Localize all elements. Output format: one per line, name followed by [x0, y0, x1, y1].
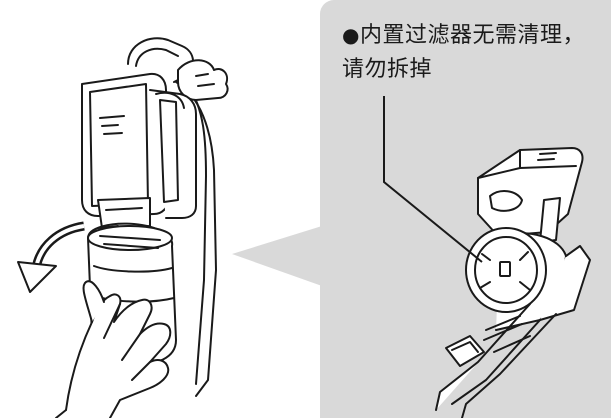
curved-arrow-left-down-icon — [17, 261, 57, 293]
vacuum-main-unit — [55, 37, 229, 418]
bullet: ● — [342, 23, 360, 47]
note-text-1: 内置过滤器无需清理， — [360, 23, 586, 48]
filter-note: ●内置过滤器无需清理， 请勿拆掉 — [342, 18, 592, 87]
note-line-2: 请勿拆掉 — [342, 57, 433, 82]
leader-line — [383, 96, 483, 263]
callout-pointer — [232, 226, 322, 286]
note-line-1: ●内置过滤器无需清理， — [342, 18, 592, 53]
removal-arrow-inner — [34, 224, 85, 269]
filter-closeup — [435, 147, 591, 418]
